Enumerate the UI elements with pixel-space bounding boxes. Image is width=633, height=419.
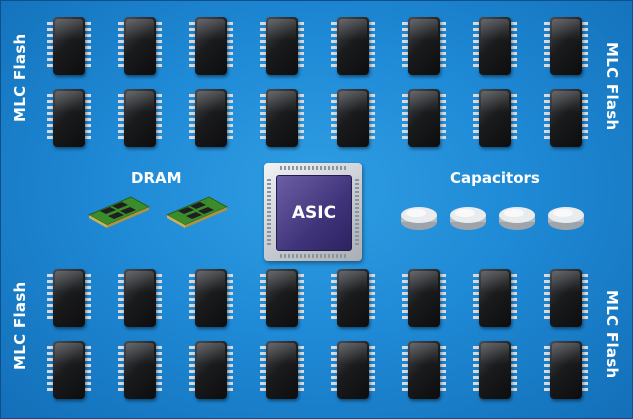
asic-label: ASIC [291,203,337,223]
flash-chip [544,17,588,75]
flash-chip [331,341,375,399]
flash-chip [118,269,162,327]
flash-chip [189,89,233,147]
flash-chip [473,89,517,147]
flash-chip [260,341,304,399]
dram-module-1 [87,196,151,228]
flash-chip [473,17,517,75]
flash-chip [402,269,446,327]
flash-chip [260,269,304,327]
bottom-right-flash-label: MLC Flash [603,290,621,379]
flash-chip [260,89,304,147]
asic-controller: ASIC [264,163,362,261]
flash-chip [260,17,304,75]
dram-module-2 [165,196,229,228]
flash-chip [402,17,446,75]
top-right-flash-label: MLC Flash [603,42,621,131]
flash-chip [47,89,91,147]
flash-chip [118,17,162,75]
flash-chip [189,341,233,399]
flash-chip [47,17,91,75]
flash-chip [544,269,588,327]
flash-chip [118,341,162,399]
bottom-left-flash-label: MLC Flash [11,281,29,370]
flash-chip [331,17,375,75]
capacitor-1 [401,207,437,230]
capacitor-3 [499,207,535,230]
flash-chip [118,89,162,147]
dram-label: DRAM [131,169,182,187]
flash-chip [544,89,588,147]
flash-chip [331,89,375,147]
asic-die: ASIC [276,175,352,251]
flash-chip [189,17,233,75]
capacitors-label: Capacitors [450,169,540,187]
flash-chip [544,341,588,399]
flash-chip [47,341,91,399]
top-left-flash-label: MLC Flash [11,33,29,122]
capacitor-4 [548,207,584,230]
flash-chip [189,269,233,327]
capacitor-2 [450,207,486,230]
flash-chip [473,341,517,399]
flash-chip [402,89,446,147]
flash-chip [47,269,91,327]
flash-chip [331,269,375,327]
flash-chip [473,269,517,327]
flash-chip [402,341,446,399]
